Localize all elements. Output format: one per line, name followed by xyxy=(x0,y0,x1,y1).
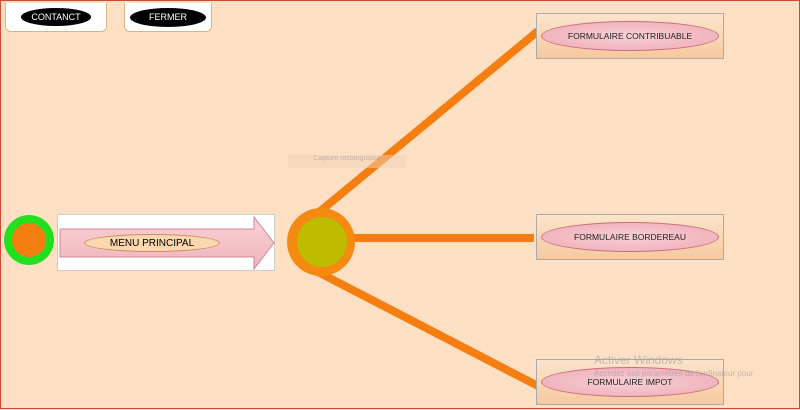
form-contribuable-button[interactable]: FORMULAIRE CONTRIBUABLE xyxy=(536,13,724,59)
close-button[interactable]: FERMER xyxy=(124,3,212,32)
form-impot-label: FORMULAIRE IMPOT xyxy=(541,367,719,397)
form-contribuable-label: FORMULAIRE CONTRIBUABLE xyxy=(541,21,719,51)
menu-principal-button[interactable]: MENU PRINCIPAL xyxy=(57,214,275,271)
hub-dot xyxy=(297,217,347,267)
form-impot-button[interactable]: FORMULAIRE IMPOT xyxy=(536,359,724,405)
connector-contribuable xyxy=(303,27,541,227)
connector-impot xyxy=(314,267,540,390)
menu-principal-label: MENU PRINCIPAL xyxy=(84,234,220,252)
form-bordereau-label: FORMULAIRE BORDEREAU xyxy=(541,222,719,252)
start-dot xyxy=(12,223,46,257)
form-bordereau-button[interactable]: FORMULAIRE BORDEREAU xyxy=(536,214,724,260)
close-label: FERMER xyxy=(130,7,206,27)
contact-button[interactable]: CONTANCT xyxy=(5,3,107,32)
contact-label: CONTANCT xyxy=(21,8,91,26)
